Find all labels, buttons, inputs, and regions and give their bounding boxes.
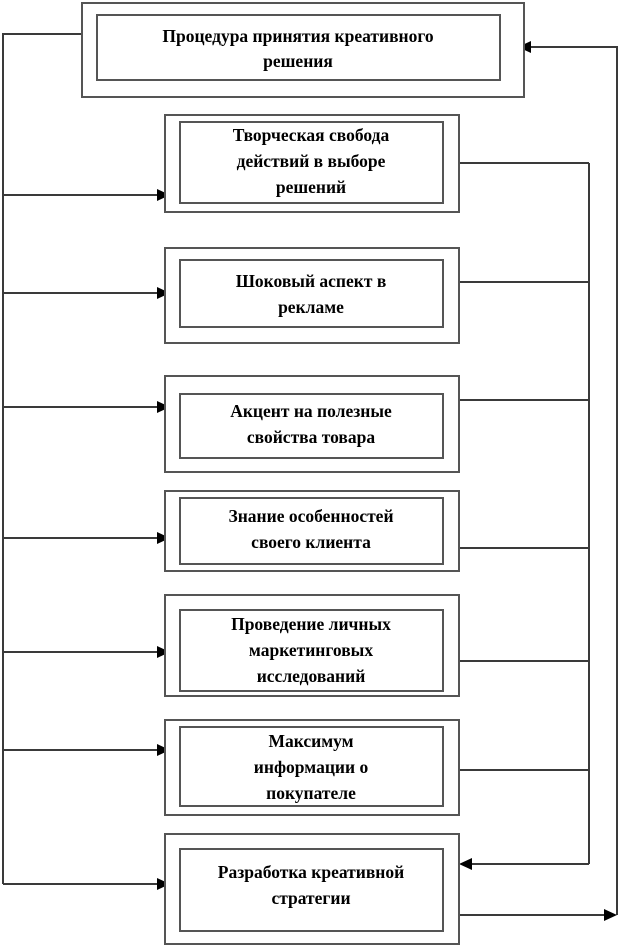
node-3-label-line-1: Шоковый аспект в bbox=[236, 271, 387, 291]
arrowhead-into-node-3 bbox=[157, 287, 170, 299]
node-3[interactable]: Шоковый аспект в рекламе bbox=[164, 247, 460, 344]
node-8-label-line-1: Разработка креативной bbox=[218, 862, 404, 882]
node-6[interactable]: Проведение личных маркетинговых исследов… bbox=[164, 594, 460, 697]
conn-left-to-node-6 bbox=[3, 646, 170, 658]
node-2-inner-frame bbox=[179, 121, 444, 204]
node-4-label-line-2: свойства товара bbox=[247, 427, 375, 447]
conn-left-to-node-8 bbox=[3, 878, 170, 890]
node-8-label-line-2: стратегии bbox=[271, 888, 350, 908]
conn-outer-bus-to-node-1 bbox=[518, 41, 618, 915]
arrowhead-into-node-8 bbox=[157, 878, 170, 890]
arrowhead-into-node-4 bbox=[157, 401, 170, 413]
conn-left-to-node-7 bbox=[3, 744, 170, 756]
conn-left-to-node-3 bbox=[3, 287, 170, 299]
arrowhead-into-node-5 bbox=[157, 532, 170, 544]
arrowhead-into-node-6 bbox=[157, 646, 170, 658]
arrowhead-into-node-2 bbox=[157, 189, 170, 201]
arrowhead-into-outer-bus bbox=[604, 909, 617, 921]
node-2-label-line-3: решений bbox=[276, 177, 346, 197]
node-7-label-line-2: информации о bbox=[254, 757, 369, 777]
conn-left-to-node-2 bbox=[3, 189, 170, 201]
node-1[interactable]: Процедура принятия креативного решения bbox=[81, 2, 525, 98]
node-4[interactable]: Акцент на полезные свойства товара bbox=[164, 375, 460, 473]
node-1-label-line-1: Процедура принятия креативного bbox=[162, 26, 434, 46]
node-3-label-line-2: рекламе bbox=[278, 297, 344, 317]
node-5-label-line-1: Знание особенностей bbox=[228, 506, 393, 526]
arrowhead-into-node-8-from-right bbox=[459, 858, 472, 870]
node-5-label-line-2: своего клиента bbox=[251, 532, 371, 552]
node-6-inner-frame bbox=[179, 609, 444, 692]
node-7-label-line-1: Максимум bbox=[268, 731, 353, 751]
node-8[interactable]: Разработка креативной стратегии bbox=[164, 833, 460, 945]
node-2[interactable]: Творческая свобода действий в выборе реш… bbox=[164, 114, 460, 213]
conn-node-8-to-outer-bus bbox=[459, 909, 617, 921]
node-2-label-line-1: Творческая свобода bbox=[233, 125, 390, 145]
node-7[interactable]: Максимум информации о покупателе bbox=[164, 719, 460, 816]
node-2-label-line-2: действий в выборе bbox=[237, 151, 386, 171]
node-7-inner-frame bbox=[179, 726, 444, 807]
node-5-inner-frame bbox=[179, 497, 444, 565]
node-8-inner-frame bbox=[179, 848, 444, 932]
node-7-label-line-3: покупателе bbox=[266, 783, 356, 803]
conn-left-to-node-5 bbox=[3, 532, 170, 544]
arrowhead-into-node-7 bbox=[157, 744, 170, 756]
node-1-label-line-2: решения bbox=[263, 51, 333, 71]
node-6-label-line-3: исследований bbox=[257, 666, 366, 686]
node-6-label-line-1: Проведение личных bbox=[231, 614, 391, 634]
conn-left-to-node-4 bbox=[3, 401, 170, 413]
node-4-inner-frame bbox=[179, 393, 444, 459]
node-5[interactable]: Знание особенностей своего клиента bbox=[164, 490, 460, 572]
conn-left-bus bbox=[2, 33, 81, 884]
node-3-inner-frame bbox=[179, 259, 444, 328]
node-1-inner-frame bbox=[96, 14, 501, 81]
conn-right-bus-to-node-8 bbox=[459, 858, 589, 870]
node-4-label-line-1: Акцент на полезные bbox=[230, 401, 392, 421]
node-6-label-line-2: маркетинговых bbox=[249, 640, 373, 660]
